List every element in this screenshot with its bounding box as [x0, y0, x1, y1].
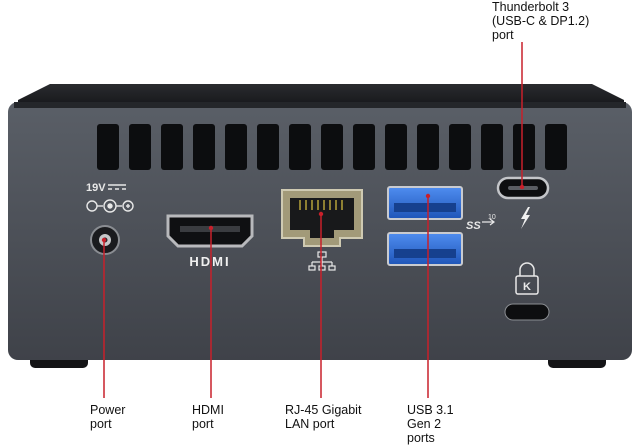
vent-slot [353, 124, 375, 170]
callout-dot-usb [425, 193, 431, 199]
thunderbolt-bolt-icon [521, 207, 530, 229]
lock-glyph: K [523, 281, 531, 293]
vent-slot [417, 124, 439, 170]
vent-slot [161, 124, 183, 170]
callout-dot-power [101, 237, 107, 243]
usb-speed-number: 10 [488, 214, 496, 221]
vent-slot [449, 124, 471, 170]
thunderbolt-port-label: Thunderbolt 3 (USB-C & DP1.2) port [492, 0, 590, 42]
usb-superspeed-icon: SS 10 [466, 214, 496, 232]
vent-slot [289, 124, 311, 170]
top-edge [14, 102, 626, 108]
vent-slot [129, 124, 151, 170]
usb-ports-label: USB 3.1 Gen 2 ports [407, 403, 454, 445]
rj45-port-label: RJ-45 Gigabit LAN port [285, 403, 362, 431]
vent-slot [225, 124, 247, 170]
kensington-lock-slot[interactable] [504, 303, 550, 321]
vent-grille [97, 124, 567, 170]
vent-slot [97, 124, 119, 170]
callout-dots [101, 184, 525, 243]
kensington-lock-group: K [504, 262, 550, 321]
power-port-label: Power port [90, 403, 126, 431]
vent-slot [481, 124, 503, 170]
vent-slot [545, 124, 567, 170]
usb-speed-mark: SS [466, 220, 481, 232]
power-polarity-icon [86, 199, 134, 213]
callout-lines [103, 42, 523, 398]
dc-symbol-icon [108, 184, 126, 190]
rj45-port-group [281, 189, 363, 271]
lan-network-icon [308, 251, 336, 271]
vent-slot [321, 124, 343, 170]
kensington-lock-icon: K [515, 262, 539, 295]
callout-dot-rj45 [318, 211, 324, 217]
usb-ports-group: SS 10 [387, 186, 496, 266]
vent-slot [385, 124, 407, 170]
power-rating-label: 19V [86, 182, 106, 194]
hdmi-port-label: HDMI port [192, 403, 224, 431]
vent-slot [193, 124, 215, 170]
callout-dot-thunderbolt [519, 184, 525, 190]
vent-slot [513, 124, 535, 170]
callout-dot-hdmi [208, 225, 214, 231]
vent-slot [257, 124, 279, 170]
hdmi-logo: HDMI [189, 254, 230, 269]
